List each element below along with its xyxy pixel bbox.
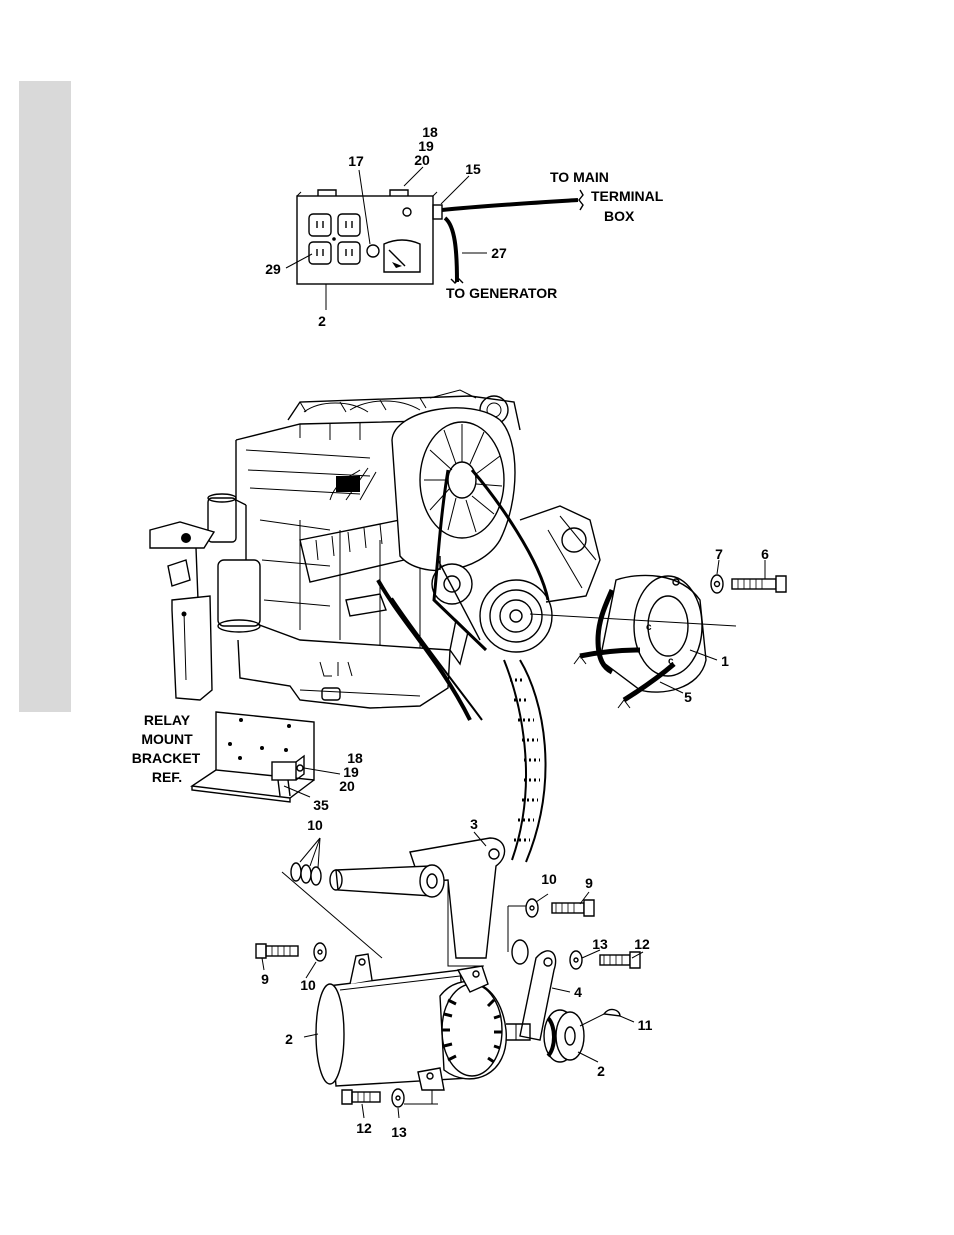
bolt-and-washer [711, 575, 786, 593]
callout-4: 4 [574, 984, 582, 1000]
callout-20-relay: 20 [339, 778, 355, 794]
caption-terminal: TERMINAL [591, 188, 664, 204]
caption-box: BOX [604, 208, 635, 224]
callout-9-upper: 9 [585, 875, 593, 891]
callout-12-right: 12 [634, 936, 650, 952]
callout-1: 1 [721, 653, 729, 669]
stippled-cable [504, 660, 545, 862]
generator-alternator [316, 954, 530, 1104]
callout-20: 20 [414, 152, 430, 168]
meter-gauge [384, 240, 420, 272]
caption-mount: MOUNT [141, 731, 193, 747]
svg-text:c: c [646, 622, 652, 633]
callout-10-washers: 10 [307, 817, 323, 833]
callout-15: 15 [465, 161, 481, 177]
caption-ref: REF. [152, 769, 182, 785]
callout-13-bottom: 13 [391, 1124, 407, 1140]
callout-29: 29 [265, 261, 281, 277]
callout-13-right: 13 [592, 936, 608, 952]
callout-7: 7 [715, 546, 723, 562]
caption-relay: RELAY [144, 712, 191, 728]
callout-35: 35 [313, 797, 329, 813]
callout-27: 27 [491, 245, 507, 261]
callout-10-left: 10 [300, 977, 316, 993]
caption-bracket: BRACKET [132, 750, 201, 766]
callout-2-generator: 2 [285, 1031, 293, 1047]
bolt-9-washer-10-left [256, 943, 326, 961]
callout-9-left: 9 [261, 971, 269, 987]
callout-3: 3 [470, 816, 478, 832]
callout-6: 6 [761, 546, 769, 562]
callout-17: 17 [348, 153, 364, 169]
receptacle-outlets [309, 214, 360, 264]
callout-11: 11 [638, 1017, 653, 1033]
drive-pulley: c c [530, 575, 736, 708]
callout-10-upper: 10 [541, 871, 557, 887]
bolt-12-washer-13-right [570, 951, 640, 969]
callout-2-pulley: 2 [597, 1063, 605, 1079]
outlet-box [297, 190, 583, 284]
callout-12-bottom: 12 [356, 1120, 372, 1136]
bolt-12-washer-13-bottom [342, 1089, 436, 1107]
caption-to-generator: TO GENERATOR [446, 285, 557, 301]
engine-assembly [150, 390, 600, 720]
caption-to-main: TO MAIN [550, 169, 609, 185]
callout-2-box: 2 [318, 313, 326, 329]
callout-5: 5 [684, 689, 692, 705]
relay-mount-bracket [192, 712, 314, 802]
cooling-fan [392, 408, 515, 571]
